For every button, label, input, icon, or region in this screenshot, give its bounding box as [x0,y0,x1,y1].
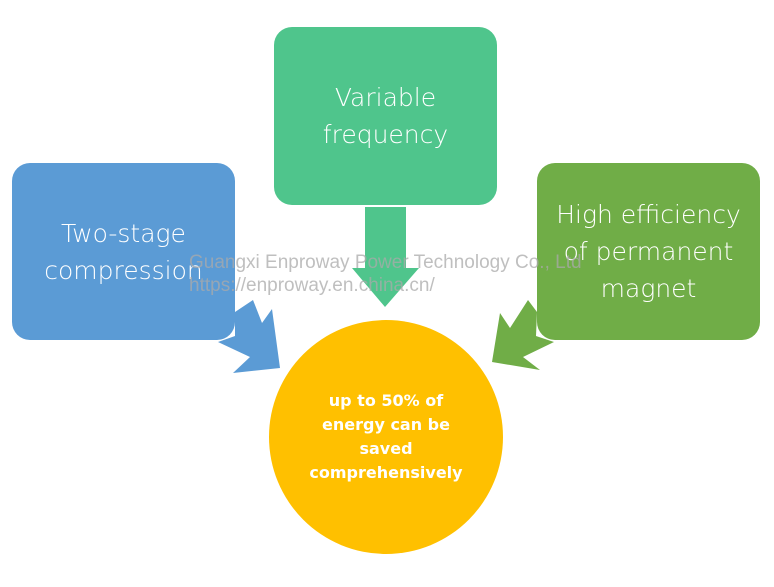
node-label-line: High efficiency [556,200,741,229]
node-label-line: Variable [334,83,437,112]
watermark: Guangxi Enproway Power Technology Co., L… [189,251,582,297]
arrow-right-to-center [492,300,554,370]
center-energy-savings-circle: up to 50% of energy can be saved compreh… [269,320,503,554]
arrow-left-to-center [218,300,280,373]
node-label-line: of permanent [563,237,734,266]
node-label-line: Two-stage [61,218,186,248]
node-label-line: magnet [600,274,697,303]
center-label-line: saved [359,439,413,458]
node-label-line: frequency [322,120,449,149]
watermark-company: Guangxi Enproway Power Technology Co., L… [189,252,582,273]
node-variable-frequency: Variable frequency [274,27,497,205]
center-label-line: comprehensively [309,463,463,482]
watermark-url: https://enproway.en.china.cn/ [189,275,435,296]
arrow-top-to-center [352,207,419,307]
center-label-line: up to 50% of [328,391,444,410]
node-label-line: compression [44,255,203,285]
center-label-line: energy can be [322,415,450,434]
node-high-efficiency-permanent-magnet: High efficiency of permanent magnet [537,163,760,340]
node-two-stage-compression: Two-stage compression [12,163,235,340]
